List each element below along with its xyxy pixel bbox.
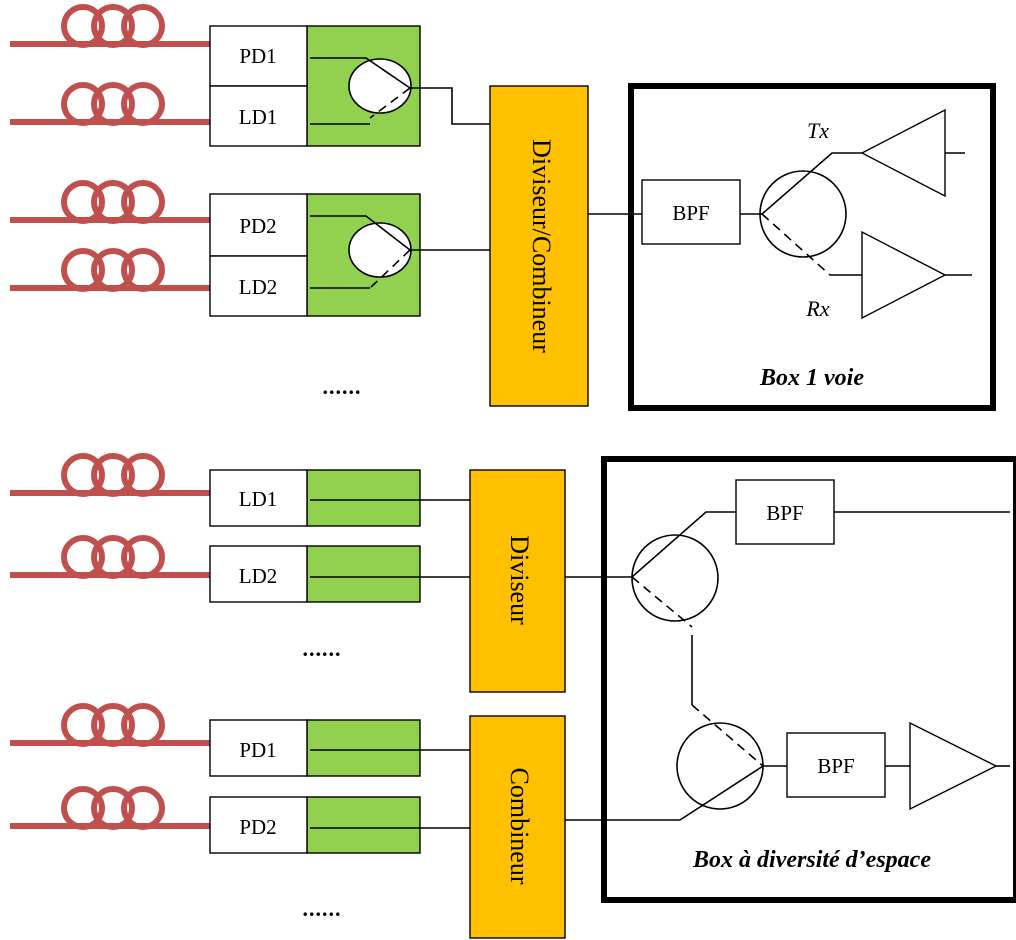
fiber-coil-ld1 xyxy=(10,85,210,123)
lower-bpf-box xyxy=(786,732,886,798)
fiber-coil-pd2-bottom xyxy=(10,789,210,827)
pd2-label: PD2 xyxy=(239,214,276,238)
fiber-coil-ld2-bottom xyxy=(10,538,210,576)
upper-circulator xyxy=(631,534,719,622)
lower-circulator xyxy=(676,722,764,810)
top-section: PD1 LD1 PD2 LD2 ...... Diviseur/Combineu… xyxy=(10,7,996,411)
ld1-box xyxy=(209,85,308,147)
splitter-combiner-label: Diviseur/Combineur xyxy=(527,139,556,353)
box-diversity-title: Box à diversité d’espace xyxy=(692,847,931,873)
bottom-ellipsis-1: ...... xyxy=(303,636,342,661)
fiber-coil-pd2 xyxy=(10,183,210,221)
rx-amplifier-icon xyxy=(861,230,947,320)
pd2-box xyxy=(209,193,308,257)
top-circulator xyxy=(759,170,847,258)
divider xyxy=(469,469,566,693)
combiner xyxy=(469,715,566,939)
ld2-bottom-box xyxy=(209,545,308,603)
box-diversity-frame xyxy=(601,456,1016,903)
top-bpf-label: BPF xyxy=(672,201,709,225)
tx-amplifier-icon xyxy=(860,108,946,198)
ld2-bottom-label: LD2 xyxy=(239,564,278,588)
ld2-label: LD2 xyxy=(239,275,278,299)
pd1-box xyxy=(209,25,308,87)
ld1-label: LD1 xyxy=(239,105,278,129)
tx-label: Tx xyxy=(807,118,829,143)
pd2-bottom-box xyxy=(209,796,308,854)
top-bpf-box xyxy=(641,179,741,245)
fiber-coil-ld1-bottom xyxy=(10,456,210,494)
pd1-label: PD1 xyxy=(239,44,276,68)
fiber-coil-ld2 xyxy=(10,251,210,289)
box-1-voie-title: Box 1 voie xyxy=(759,365,864,391)
divider-label: Diviseur xyxy=(505,535,534,625)
fiber-coil-pd1 xyxy=(10,7,210,45)
bottom-section: LD1 LD2 ...... PD1 PD2 ...... Diviseur C… xyxy=(10,456,1016,939)
pd2-bottom-label: PD2 xyxy=(239,815,276,839)
pd1-bottom-label: PD1 xyxy=(239,738,276,762)
ld2-box xyxy=(209,255,308,317)
rx-label: Rx xyxy=(805,296,829,321)
upper-bpf-box xyxy=(735,479,835,545)
bottom-ellipsis-2: ...... xyxy=(303,896,342,921)
module-1: PD1 LD1 xyxy=(209,25,490,147)
lower-bpf-label: BPF xyxy=(817,754,854,778)
box-1-voie-frame xyxy=(628,83,996,411)
rx-amplifier-bottom-icon xyxy=(909,721,998,811)
circulator-2 xyxy=(348,222,412,278)
upper-bpf-label: BPF xyxy=(766,501,803,525)
fiber-coil-pd1-bottom xyxy=(10,706,210,744)
splitter-combiner xyxy=(489,85,589,407)
top-ellipsis: ...... xyxy=(323,374,362,399)
ld1-bottom-label: LD1 xyxy=(239,487,278,511)
module-2: PD2 LD2 xyxy=(209,193,490,317)
combiner-label: Combineur xyxy=(505,768,534,885)
pd1-bottom-box xyxy=(209,719,308,777)
ld1-bottom-box xyxy=(209,469,308,527)
